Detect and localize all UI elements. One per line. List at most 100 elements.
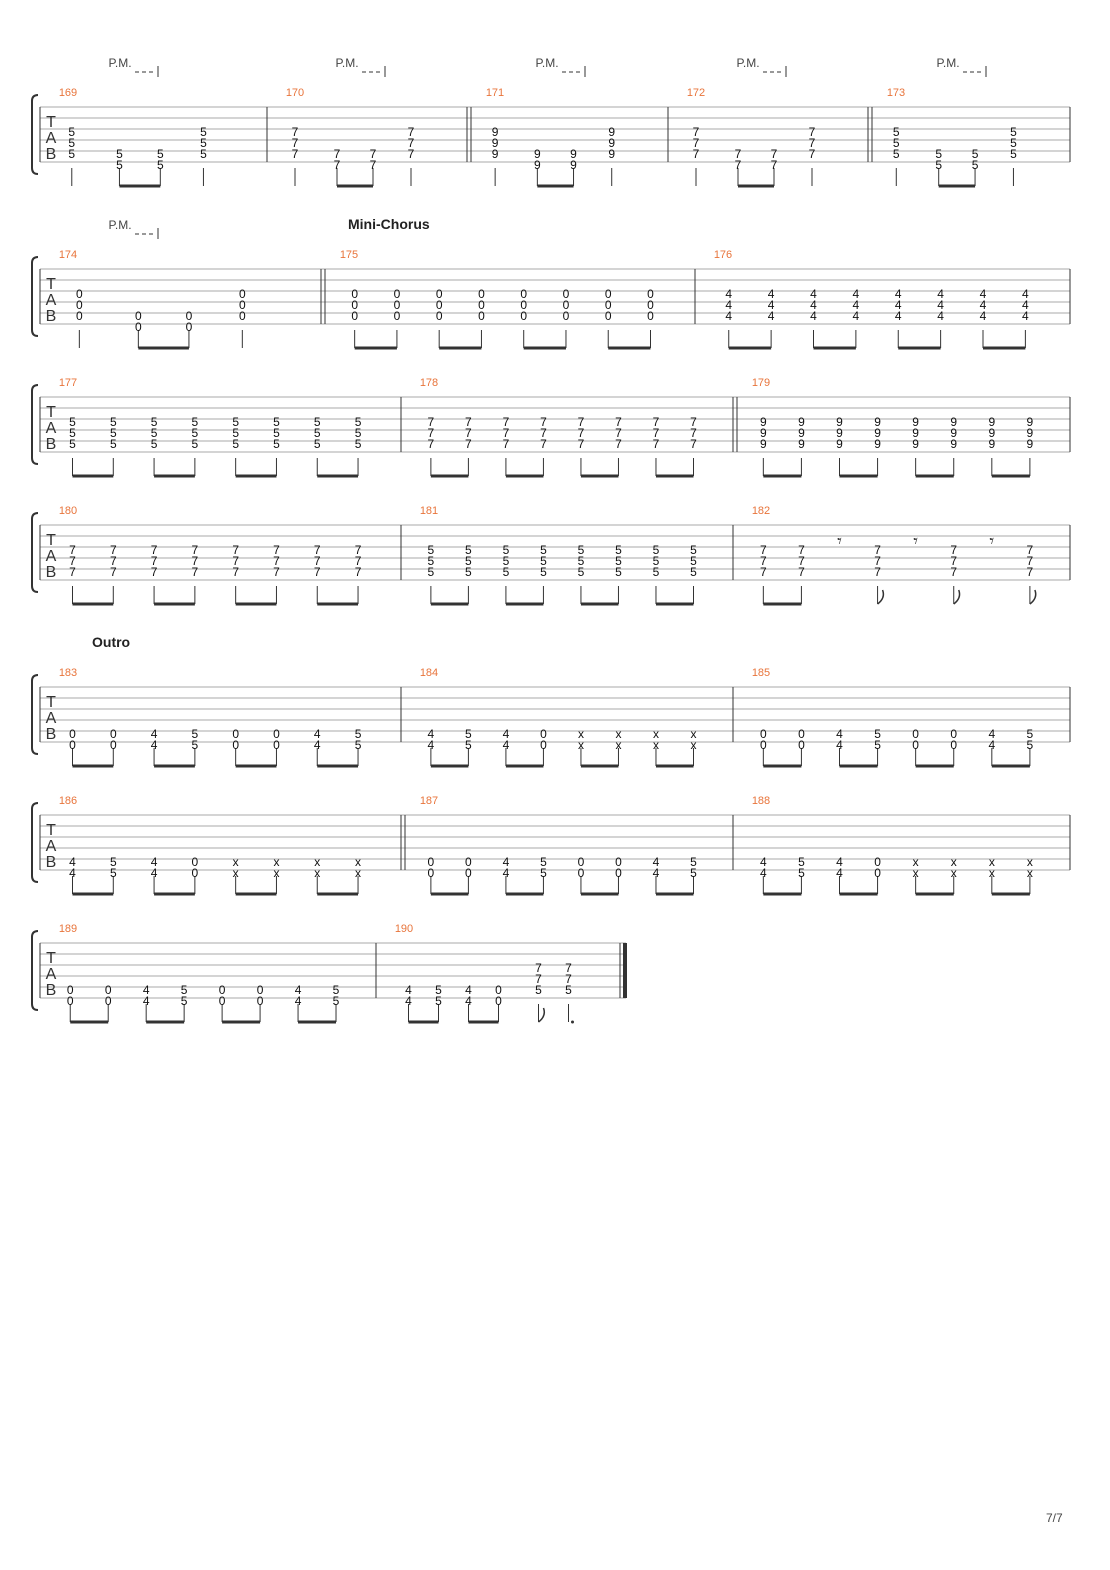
fret-number: 5	[333, 994, 340, 1008]
dead-note: x	[951, 855, 957, 869]
fret-number: 4	[503, 738, 510, 752]
system-bracket	[31, 802, 39, 883]
fret-number: 4	[853, 298, 860, 312]
fret-number: 5	[314, 426, 321, 440]
note-flag	[877, 589, 885, 605]
fret-number: 0	[428, 866, 435, 880]
fret-number: 5	[578, 565, 585, 579]
fret-number: 4	[988, 727, 995, 741]
fret-number: 7	[273, 543, 280, 557]
fret-number: 5	[181, 994, 188, 1008]
fret-number: 0	[69, 738, 76, 752]
fret-number: 5	[68, 125, 75, 139]
fret-number: 7	[503, 415, 510, 429]
fret-number: 9	[1027, 437, 1034, 451]
fret-number: 4	[895, 287, 902, 301]
measure-number: 183	[59, 667, 77, 679]
fret-number: 9	[534, 147, 541, 161]
fret-number: 5	[200, 147, 207, 161]
fret-number: 7	[615, 437, 622, 451]
tab-clef-letter: A	[46, 130, 57, 147]
fret-number: 7	[535, 972, 542, 986]
final-barline-thick	[623, 943, 627, 998]
fret-number: 0	[273, 727, 280, 741]
fret-number: 7	[690, 415, 697, 429]
fret-number: 0	[135, 320, 142, 334]
fret-number: 4	[295, 994, 302, 1008]
fret-number: 5	[465, 554, 472, 568]
fret-number: 4	[151, 855, 158, 869]
fret-number: 0	[520, 298, 527, 312]
measure-number: 172	[687, 87, 705, 99]
tab-clef-letter: T	[46, 532, 56, 549]
fret-number: 7	[408, 147, 415, 161]
fret-number: 7	[771, 147, 778, 161]
fret-number: 0	[110, 738, 117, 752]
fret-number: 7	[615, 415, 622, 429]
palm-mute-label: P.M.	[936, 56, 959, 70]
fret-number: 0	[912, 727, 919, 741]
fret-number: 7	[69, 565, 76, 579]
fret-number: 4	[810, 309, 817, 323]
fret-number: 5	[690, 554, 697, 568]
measure-number: 175	[340, 249, 358, 261]
fret-number: 0	[394, 298, 401, 312]
fret-number: 4	[980, 287, 987, 301]
fret-number: 5	[503, 565, 510, 579]
measure-number: 181	[420, 505, 438, 517]
fret-number: 7	[535, 961, 542, 975]
fret-number: 9	[836, 437, 843, 451]
fret-number: 5	[181, 983, 188, 997]
fret-number: 4	[653, 855, 660, 869]
fret-number: 7	[693, 147, 700, 161]
fret-number: 0	[478, 298, 485, 312]
fret-number: 5	[893, 125, 900, 139]
fret-number: 7	[192, 554, 199, 568]
fret-number: 5	[798, 866, 805, 880]
fret-number: 7	[578, 415, 585, 429]
fret-number: 4	[725, 298, 732, 312]
fret-number: 4	[428, 727, 435, 741]
fret-number: 4	[69, 855, 76, 869]
fret-number: 0	[874, 855, 881, 869]
tab-system	[31, 66, 1071, 188]
fret-number: 0	[760, 738, 767, 752]
measure-number: 173	[887, 87, 905, 99]
fret-number: 7	[653, 437, 660, 451]
note-flag	[953, 589, 961, 605]
fret-number: 5	[874, 727, 881, 741]
fret-number: 9	[570, 147, 577, 161]
dead-note: x	[653, 738, 659, 752]
dotted-note	[571, 1020, 574, 1024]
fret-number: 7	[151, 554, 158, 568]
tab-clef-letter: A	[46, 838, 57, 855]
fret-number: 7	[151, 543, 158, 557]
fret-number: 0	[105, 983, 112, 997]
tab-clef-letter: A	[46, 710, 57, 727]
fret-number: 9	[492, 125, 499, 139]
fret-number: 4	[980, 298, 987, 312]
fret-number: 4	[980, 309, 987, 323]
fret-number: 7	[408, 125, 415, 139]
fret-number: 9	[798, 426, 805, 440]
fret-number: 9	[836, 426, 843, 440]
fret-number: 7	[735, 147, 742, 161]
fret-number: 5	[435, 994, 442, 1008]
fret-number: 4	[853, 309, 860, 323]
fret-number: 5	[355, 437, 362, 451]
fret-number: 0	[76, 287, 83, 301]
fret-number: 5	[428, 543, 435, 557]
fret-number: 5	[116, 158, 123, 172]
fret-number: 0	[615, 866, 622, 880]
fret-number: 5	[428, 554, 435, 568]
fret-number: 0	[351, 287, 358, 301]
fret-number: 5	[314, 415, 321, 429]
fret-number: 0	[760, 727, 767, 741]
fret-number: 5	[355, 738, 362, 752]
system-bracket	[31, 930, 39, 1011]
fret-number: 5	[435, 983, 442, 997]
tab-clef-letter: T	[46, 114, 56, 131]
fret-number: 7	[578, 426, 585, 440]
fret-number: 4	[725, 287, 732, 301]
dead-note: x	[951, 866, 957, 880]
